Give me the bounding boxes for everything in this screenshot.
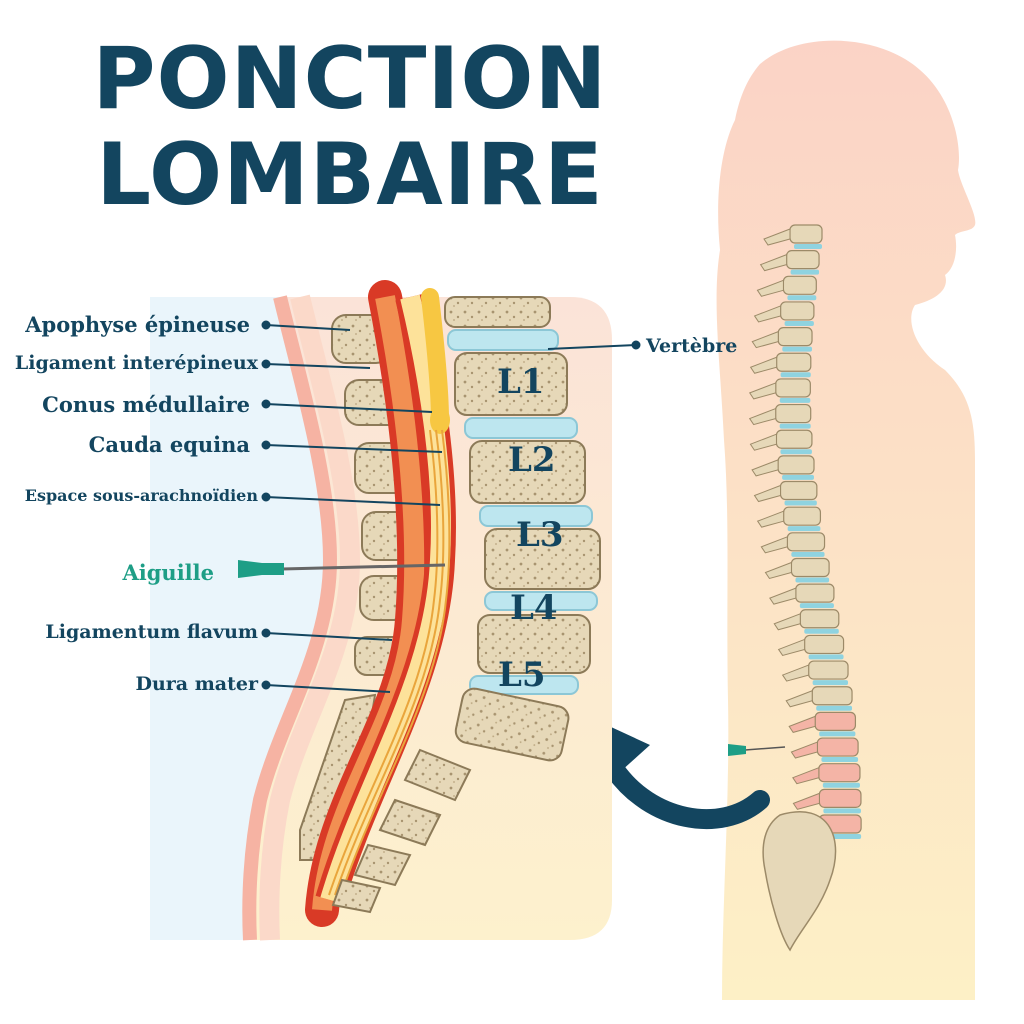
- spine-disc: [795, 577, 830, 583]
- spine-vertebra: [786, 250, 820, 270]
- spine-process: [756, 510, 785, 528]
- spine-process: [788, 715, 816, 733]
- spine-vertebra: [779, 480, 818, 501]
- spine-disc: [812, 680, 849, 686]
- spine-disc: [823, 808, 861, 814]
- spine-process: [763, 228, 791, 246]
- spine-vertebra: [816, 737, 859, 757]
- spine-disc: [780, 449, 812, 455]
- spine-process: [759, 253, 788, 272]
- spine-process: [748, 407, 777, 426]
- label-cauda-equina: Cauda equina: [88, 432, 250, 457]
- spine-process: [760, 536, 788, 554]
- spine-vertebra: [775, 378, 811, 398]
- label-vertebre: Vertèbre: [646, 335, 738, 357]
- spine-disc: [784, 320, 814, 326]
- title-line-2: LOMBAIRE: [96, 125, 604, 225]
- spine-process: [748, 382, 777, 400]
- title-line-1: PONCTION: [92, 29, 608, 129]
- vertebra-label-l4: L4: [510, 588, 558, 628]
- spine-process: [785, 690, 813, 708]
- label-ligament-interepineux: Ligament interépineux: [14, 352, 258, 374]
- body-silhouette: [716, 40, 976, 1001]
- spine-vertebra: [789, 224, 823, 244]
- spine-process: [749, 433, 777, 451]
- spine-process: [753, 484, 782, 503]
- spine-vertebra: [811, 686, 853, 706]
- spine-process: [792, 792, 820, 810]
- spine-vertebra: [782, 275, 817, 295]
- spine-disc: [794, 244, 822, 249]
- full-spine: [748, 224, 862, 952]
- spine-vertebra: [795, 583, 835, 603]
- spine-disc: [779, 397, 811, 403]
- vertebra-label-l1: L1: [497, 362, 545, 402]
- vertebra-label-l3: L3: [516, 515, 564, 555]
- spine-process: [749, 356, 778, 374]
- label-espace-sous-arachnoidien: Espace sous-arachnoïdien: [24, 486, 258, 505]
- spine-vertebra: [808, 660, 849, 680]
- label-apophyse-epineuse: Apophyse épineuse: [25, 312, 250, 337]
- spine-disc: [782, 474, 815, 480]
- spine-process: [751, 459, 779, 477]
- spine-process: [764, 561, 792, 580]
- sacrum: [762, 811, 837, 952]
- spine-process: [769, 587, 797, 605]
- spine-vertebra: [786, 532, 826, 552]
- spine-disc: [821, 757, 859, 763]
- spine-disc: [779, 423, 811, 429]
- spine-process: [790, 741, 818, 759]
- vertebra-label-l5: L5: [498, 655, 546, 695]
- spine-process: [751, 330, 779, 349]
- spinal-canal: [305, 280, 456, 927]
- lumbar-vertebrae: [331, 296, 601, 914]
- spine-vertebra: [818, 763, 861, 783]
- spine-vertebra: [776, 352, 812, 372]
- spine-disc: [819, 731, 856, 737]
- spine-disc: [791, 551, 825, 557]
- spine-disc: [782, 346, 813, 352]
- spine-vertebra: [775, 429, 813, 449]
- label-ligamentum-flavum: Ligamentum flavum: [45, 621, 258, 643]
- spine-process: [777, 638, 806, 657]
- vertebra-label-l2: L2: [508, 440, 556, 480]
- mini-needle-icon: [728, 744, 786, 756]
- spine-process: [753, 305, 782, 323]
- spine-vertebra: [818, 788, 862, 808]
- spine-disc: [787, 295, 817, 301]
- spine-disc: [790, 269, 820, 275]
- spine-vertebra: [799, 609, 840, 629]
- spine-disc: [804, 628, 839, 634]
- spine-vertebra: [790, 557, 830, 578]
- label-aiguille: Aiguille: [122, 560, 214, 585]
- spine-process: [781, 664, 810, 682]
- spine-disc: [808, 654, 844, 660]
- spine-vertebra: [779, 301, 815, 321]
- needle-icon: [238, 560, 446, 578]
- spine-process: [792, 766, 820, 785]
- spine-disc: [787, 526, 821, 532]
- spine-disc: [816, 705, 853, 711]
- label-dura-mater: Dura mater: [135, 673, 258, 695]
- spine-process: [756, 279, 784, 297]
- spine-disc: [822, 782, 860, 788]
- spine-process: [773, 613, 801, 631]
- label-conus-medullaire: Conus médullaire: [42, 392, 250, 417]
- spine-vertebra: [804, 634, 845, 655]
- spine-vertebra: [775, 403, 812, 424]
- spine-disc: [784, 500, 817, 506]
- spine-disc: [780, 372, 811, 378]
- leader-lines: [261, 320, 641, 693]
- spine-disc: [799, 603, 834, 609]
- spine-vertebra: [777, 327, 813, 347]
- spine-vertebra: [814, 711, 857, 731]
- spine-vertebra: [783, 506, 822, 526]
- spine-vertebra: [777, 455, 815, 475]
